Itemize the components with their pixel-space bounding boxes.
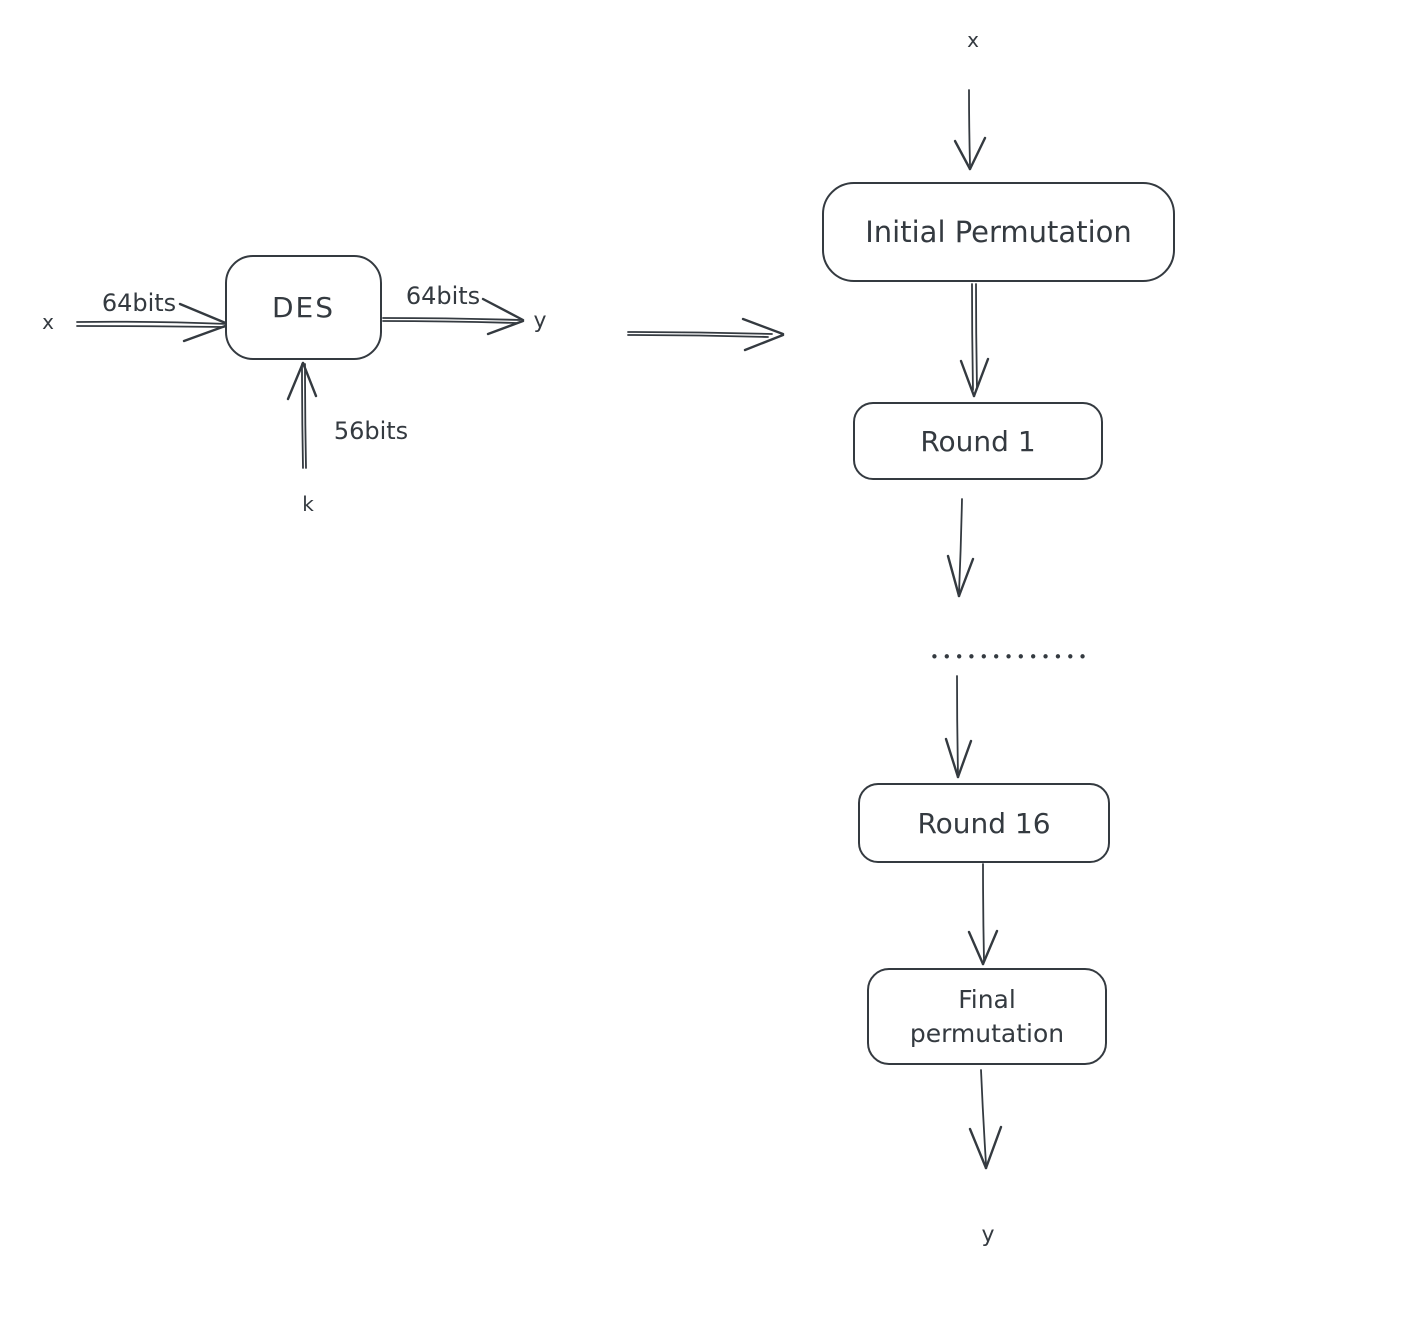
pipeline-input-x-label: x (967, 28, 979, 52)
overview-input-x-label: x (42, 310, 54, 334)
round-1-label: Round 1 (920, 424, 1036, 458)
x-to-des-arrow (76, 302, 230, 343)
final-permutation-label-line2: permutation (909, 1018, 1065, 1048)
overview-key-bits-label: 56bits (333, 417, 409, 445)
expand-transition-arrow (627, 317, 785, 352)
round-16-box: Round 16 (858, 783, 1110, 863)
round-1-to-dots-arrow (946, 498, 975, 598)
overview-output-bits-label: 64bits (405, 282, 481, 310)
final-permutation-to-y-arrow (968, 1069, 1003, 1170)
initial-permutation-to-round-1-arrow (959, 283, 990, 398)
initial-permutation-box: Initial Permutation (822, 182, 1175, 282)
round-16-to-final-permutation-arrow (967, 863, 999, 966)
k-to-des-arrow (286, 361, 318, 469)
des-to-y-arrow (382, 297, 525, 336)
des-box-label: DES (271, 291, 336, 324)
round-16-label: Round 16 (917, 806, 1051, 840)
des-box: DES (225, 255, 382, 360)
pipeline-output-y-label: y (981, 1222, 995, 1248)
overview-output-y-label: y (533, 308, 547, 334)
round-1-box: Round 1 (853, 402, 1103, 480)
dots-to-round-16-arrow (944, 675, 973, 779)
overview-key-k-label: k (302, 492, 314, 516)
overview-input-bits-label: 64bits (101, 289, 177, 317)
x-to-initial-permutation-arrow (953, 89, 987, 171)
initial-permutation-label: Initial Permutation (865, 215, 1132, 249)
rounds-ellipsis-dots: ••••••••••••• (930, 648, 1091, 666)
final-permutation-box: Final permutation (867, 968, 1107, 1065)
final-permutation-label-line1: Final (958, 984, 1016, 1014)
